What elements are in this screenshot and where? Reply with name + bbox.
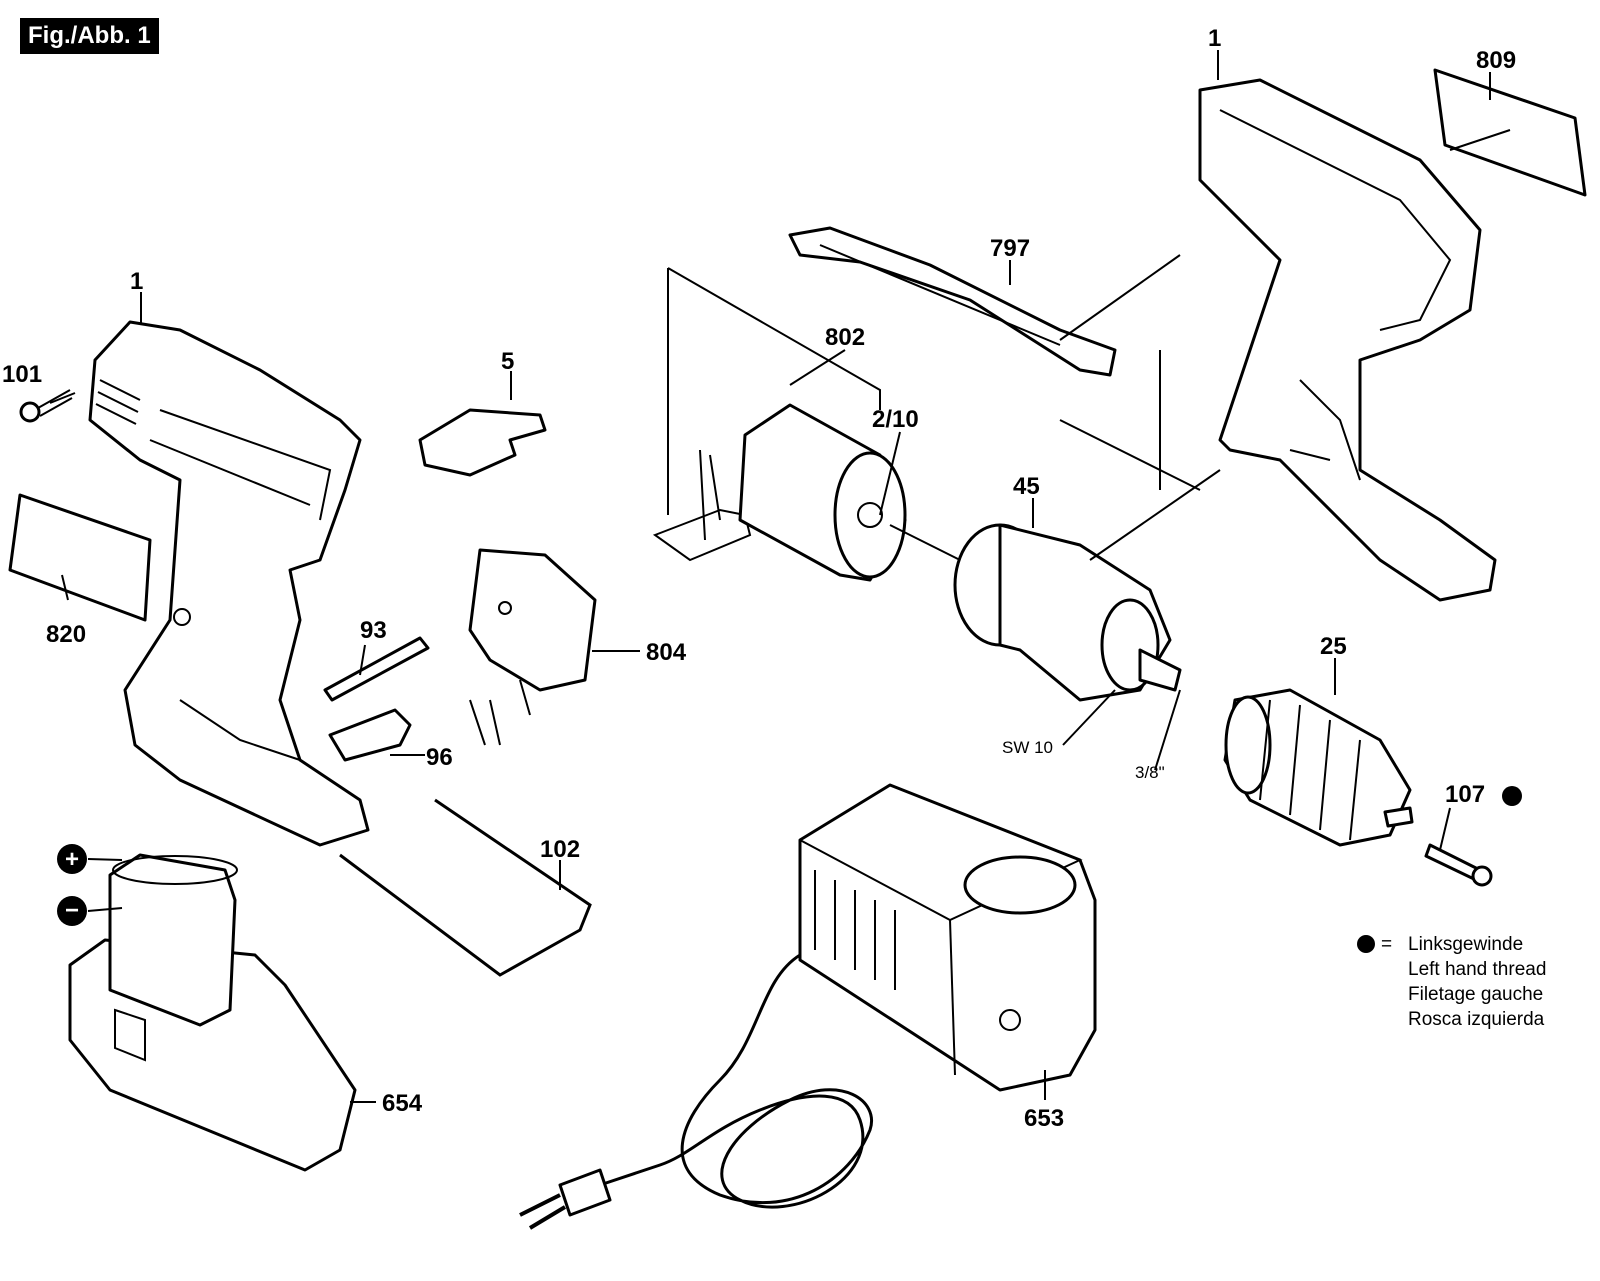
legend-line-es: Rosca izquierda — [1408, 1009, 1545, 1030]
callout-797: 797 — [990, 235, 1030, 262]
spring-93 — [323, 636, 430, 702]
figure-tag: Fig./Abb. 1 — [20, 18, 159, 54]
callout-101: 101 — [2, 361, 42, 388]
callout-25: 25 — [1320, 633, 1347, 660]
label-sticker-820 — [8, 493, 152, 622]
power-plug — [519, 1168, 612, 1230]
left-thread-marker — [1502, 786, 1522, 806]
svg-text:−: − — [65, 897, 79, 924]
legend: = Linksgewinde Left hand thread Filetage… — [1357, 934, 1546, 1030]
contact-96 — [328, 708, 412, 762]
callout-2-10: 2/10 — [872, 406, 919, 433]
callout-654: 654 — [382, 1090, 423, 1117]
callout-1-left: 1 — [130, 268, 143, 295]
callout-804: 804 — [646, 639, 687, 666]
callout-1-right: 1 — [1208, 25, 1221, 52]
callout-45: 45 — [1013, 473, 1040, 500]
housing-half-right — [1198, 78, 1497, 602]
charger-cable — [599, 953, 873, 1209]
callout-93: 93 — [360, 617, 387, 644]
callout-sw10: SW 10 — [1002, 738, 1053, 757]
legend-equals: = — [1381, 934, 1392, 955]
strap-797 — [788, 226, 1117, 377]
charger-653 — [798, 783, 1097, 1092]
callout-5: 5 — [501, 348, 514, 375]
label-sticker-809 — [1433, 68, 1587, 197]
battery-654 — [68, 853, 357, 1172]
battery-terminal-negative: − — [57, 896, 123, 926]
legend-line-fr: Filetage gauche — [1408, 984, 1543, 1005]
callout-820: 820 — [46, 621, 86, 648]
callout-3-8: 3/8" — [1135, 763, 1165, 782]
leader-lines — [49, 50, 1511, 1103]
switch-804 — [468, 548, 597, 746]
callout-102: 102 — [540, 836, 580, 863]
housing-half-left — [88, 320, 370, 847]
callout-809: 809 — [1476, 47, 1516, 74]
svg-text:+: + — [65, 846, 79, 873]
switch-cover-5 — [418, 408, 547, 477]
screw-101 — [19, 389, 73, 423]
chuck-25 — [1223, 688, 1414, 847]
callout-107: 107 — [1445, 781, 1485, 808]
callout-653: 653 — [1024, 1105, 1064, 1132]
seal-102 — [339, 798, 592, 977]
screw-107 — [1424, 843, 1493, 887]
battery-terminal-positive: + — [57, 844, 123, 874]
motor — [738, 403, 961, 582]
callout-96: 96 — [426, 744, 453, 771]
callout-802: 802 — [825, 324, 865, 351]
legend-line-de: Linksgewinde — [1408, 934, 1523, 955]
legend-symbol — [1357, 935, 1375, 953]
gearbox-45 — [953, 523, 1182, 702]
legend-line-en: Left hand thread — [1408, 959, 1546, 980]
